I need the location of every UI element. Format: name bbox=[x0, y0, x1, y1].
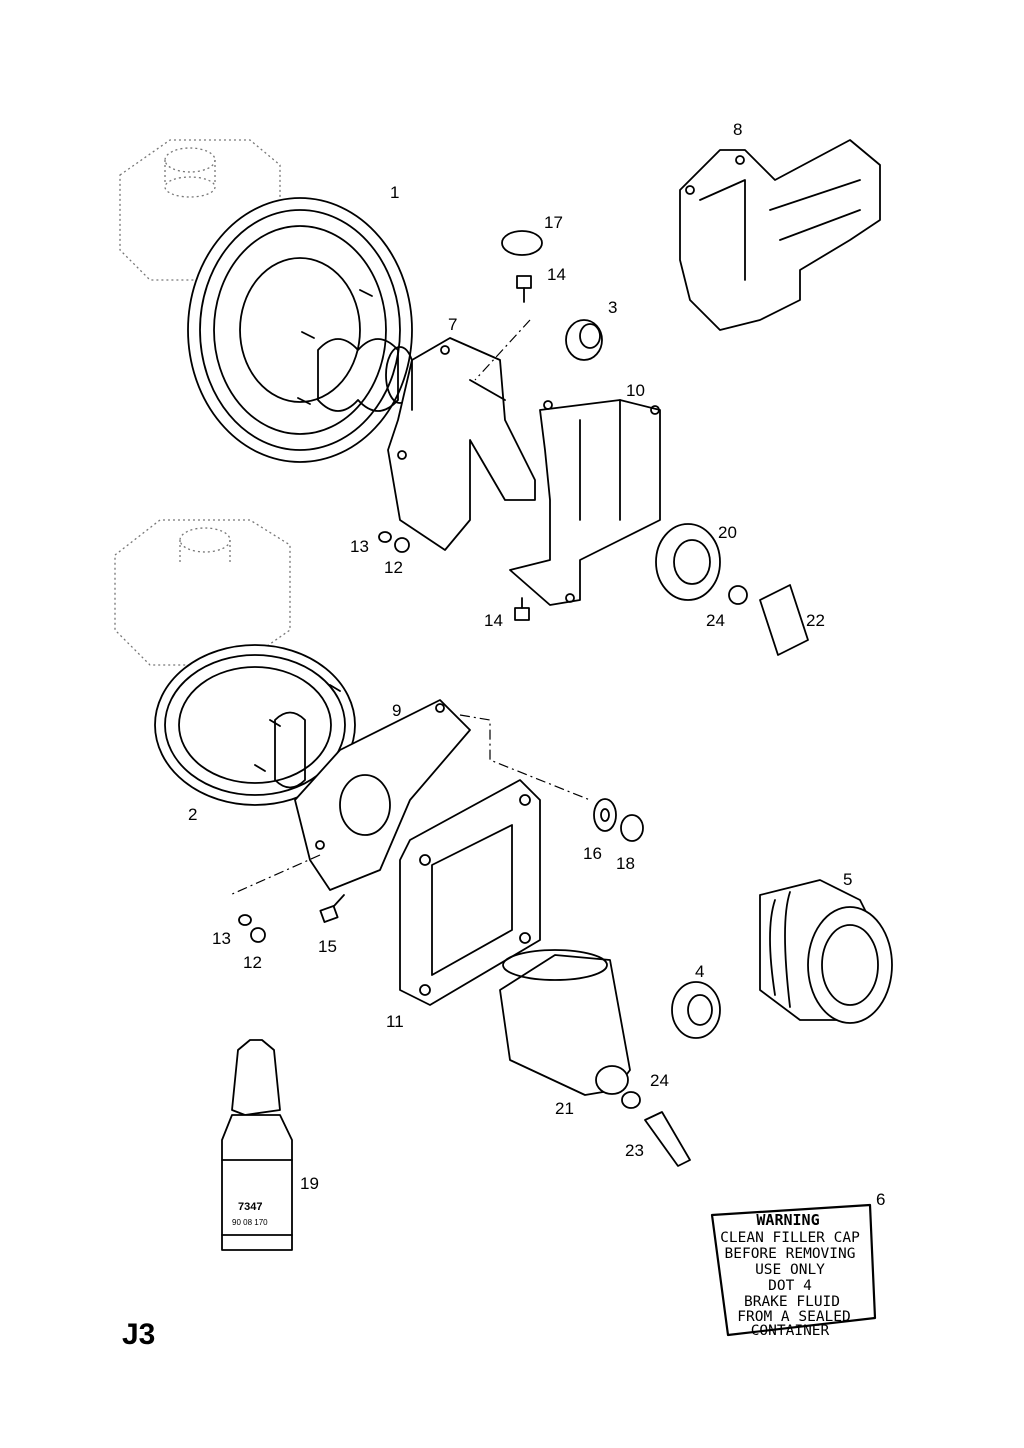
bracket-part-7 bbox=[387, 319, 536, 551]
bolt-part-15 bbox=[319, 894, 345, 923]
callout-16: 16 bbox=[583, 844, 602, 863]
callout-21: 21 bbox=[555, 1099, 574, 1118]
bushing-part-3 bbox=[565, 319, 603, 361]
bracket-part-8 bbox=[679, 139, 881, 331]
bottle-sublabel: 90 08 170 bbox=[232, 1218, 268, 1227]
callout-17: 17 bbox=[544, 213, 563, 232]
callout-7: 7 bbox=[448, 315, 457, 334]
page-reference: J3 bbox=[122, 1318, 156, 1351]
bushing-part-4 bbox=[671, 981, 721, 1039]
nut-part-24-upper bbox=[728, 585, 748, 605]
bolt-part-14-lower bbox=[514, 597, 530, 621]
warning-line-7: CONTAINER bbox=[751, 1323, 830, 1339]
plate-part-9 bbox=[229, 699, 591, 896]
callout-15: 15 bbox=[318, 937, 337, 956]
warning-line-3: USE ONLY bbox=[755, 1262, 825, 1278]
frame-part-11 bbox=[399, 779, 541, 1006]
boot-part-5 bbox=[759, 879, 893, 1024]
callout-19: 19 bbox=[300, 1174, 319, 1193]
nut-part-18 bbox=[620, 814, 644, 842]
warning-line-2: BEFORE REMOVING bbox=[725, 1246, 856, 1262]
callout-8: 8 bbox=[733, 120, 742, 139]
callout-2: 2 bbox=[188, 805, 197, 824]
callout-13-upper: 13 bbox=[350, 537, 369, 556]
brake-servo-lower bbox=[154, 644, 356, 806]
washer-nut-upper bbox=[378, 531, 410, 553]
callout-1: 1 bbox=[390, 183, 399, 202]
washer-part-16 bbox=[593, 798, 617, 832]
warning-title: WARNING bbox=[756, 1211, 819, 1229]
callout-24-lower: 24 bbox=[650, 1071, 669, 1090]
callout-11: 11 bbox=[386, 1012, 404, 1031]
callout-22: 22 bbox=[806, 611, 825, 630]
callout-12-lower: 12 bbox=[243, 953, 262, 972]
callout-3: 3 bbox=[608, 298, 617, 317]
callout-20: 20 bbox=[718, 523, 737, 542]
callout-13-lower: 13 bbox=[212, 929, 231, 948]
bolt-part-14-upper bbox=[516, 275, 532, 303]
washer-nut-lower bbox=[238, 914, 266, 943]
callout-4: 4 bbox=[695, 962, 704, 981]
callout-18: 18 bbox=[616, 854, 635, 873]
grommet-part-20 bbox=[655, 523, 721, 601]
nut-part-24-lower bbox=[621, 1091, 641, 1109]
callout-23: 23 bbox=[625, 1141, 644, 1160]
callout-10: 10 bbox=[626, 381, 645, 400]
warning-line-1: CLEAN FILLER CAP bbox=[720, 1230, 860, 1246]
warning-line-4: DOT 4 bbox=[768, 1278, 812, 1294]
cone-part-21 bbox=[499, 949, 631, 1096]
callout-9: 9 bbox=[392, 701, 401, 720]
callout-5: 5 bbox=[843, 870, 852, 889]
pin-part-22 bbox=[759, 584, 809, 656]
callout-labels: 1 2 3 4 5 6 7 8 9 10 11 12 12 13 13 14 1… bbox=[188, 120, 885, 1209]
warning-label-part-6: WARNING CLEAN FILLER CAP BEFORE REMOVING… bbox=[710, 1203, 877, 1339]
callout-6: 6 bbox=[876, 1190, 885, 1209]
brake-servo-upper bbox=[187, 197, 415, 463]
bottle-label: 7347 bbox=[238, 1201, 262, 1213]
warning-line-5: BRAKE FLUID bbox=[744, 1294, 840, 1310]
bracket-part-10 bbox=[509, 399, 661, 606]
stud-part-23 bbox=[644, 1111, 691, 1167]
threadlock-bottle-part-19: 7347 90 08 170 bbox=[221, 1039, 293, 1251]
warning-line-6: FROM A SEALED bbox=[737, 1309, 851, 1325]
callout-24-upper: 24 bbox=[706, 611, 725, 630]
lower-reservoir-outline bbox=[114, 519, 291, 666]
callout-12-upper: 12 bbox=[384, 558, 403, 577]
callout-14-lower: 14 bbox=[484, 611, 503, 630]
callout-14-upper: 14 bbox=[547, 265, 566, 284]
cap-part-17 bbox=[501, 230, 543, 256]
